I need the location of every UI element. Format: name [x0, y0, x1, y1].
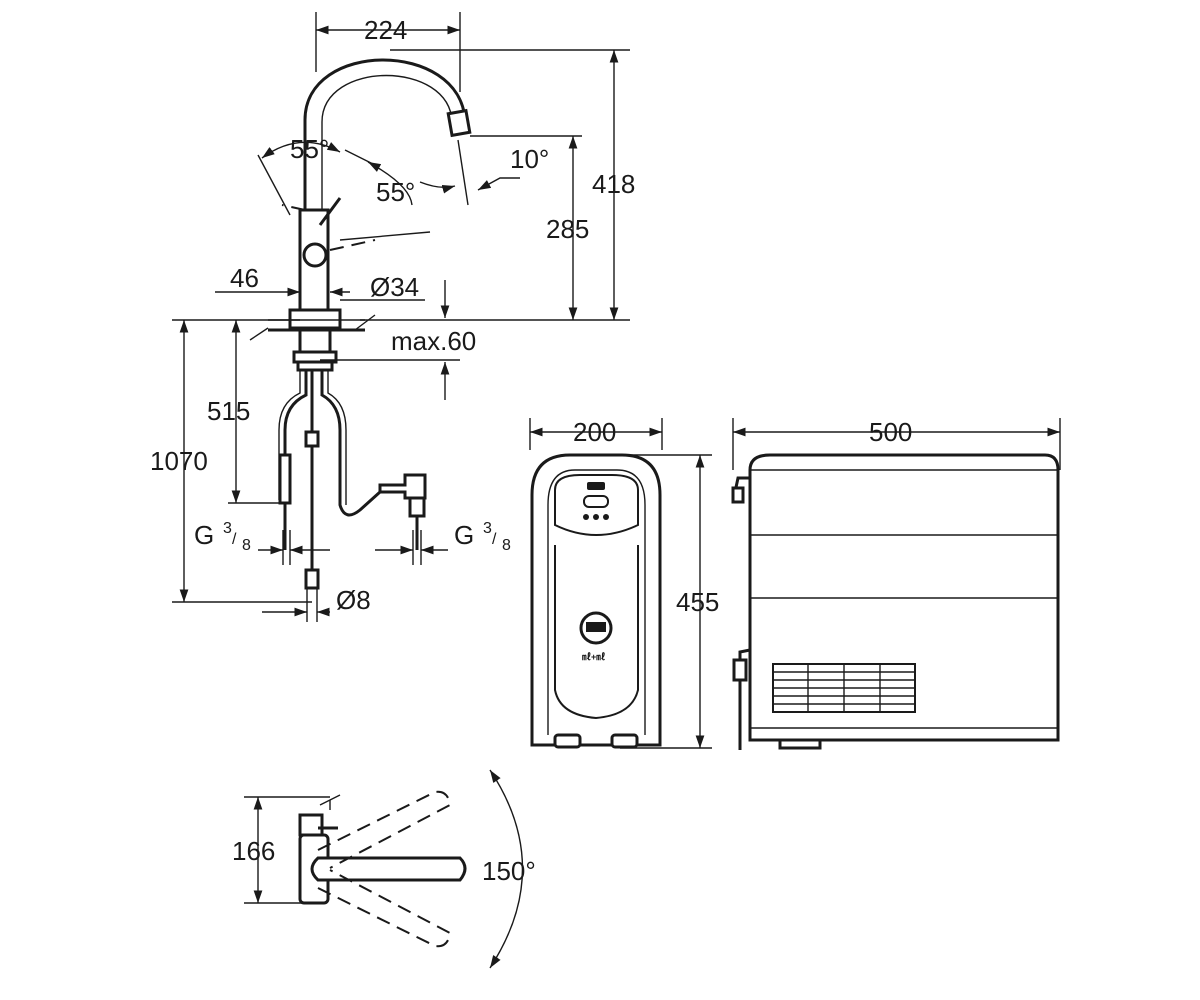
svg-text:3: 3	[223, 520, 232, 537]
svg-text:8: 8	[502, 537, 511, 554]
connection-right-label: G 3 / 8	[454, 520, 511, 554]
dim-max-countertop: max.60	[391, 326, 476, 356]
dim-spout-reach: 224	[364, 15, 407, 45]
spout-outlet	[446, 108, 472, 138]
boiler-side-view: 500	[731, 417, 1061, 750]
dim-swivel-angle: 150°	[482, 856, 536, 886]
dim-outlet-height: 285	[546, 214, 589, 244]
svg-text:3: 3	[483, 520, 492, 537]
dim-hose-diameter: Ø8	[336, 585, 371, 615]
dim-hose-length-short: 515	[207, 396, 250, 426]
angle-valve	[378, 473, 427, 500]
svg-text:G: G	[454, 520, 474, 550]
dim-lever-angle-left: 55°	[290, 134, 329, 164]
connection-left-label: G 3 / 8	[194, 520, 251, 554]
dim-lever-offset: 46	[230, 263, 259, 293]
svg-text:/: /	[232, 531, 237, 548]
display-panel	[554, 474, 639, 536]
svg-text:G: G	[194, 520, 214, 550]
dim-base-diameter: Ø34	[370, 272, 419, 302]
dim-boiler-height: 455	[676, 587, 719, 617]
dim-hose-length-total: 1070	[150, 446, 208, 476]
dim-total-height: 418	[592, 169, 635, 199]
dim-top-depth: 166	[232, 836, 275, 866]
boiler-front-view: ㎖+㎖ 200 455	[529, 417, 719, 749]
ventilation-grille	[772, 663, 916, 713]
dim-lever-angle-right: 55°	[376, 177, 415, 207]
svg-text:/: /	[492, 531, 497, 548]
faucet-base	[288, 308, 342, 330]
dim-outlet-angle: 10°	[510, 144, 549, 174]
top-view-spout	[310, 856, 467, 882]
hose-left	[283, 370, 308, 500]
faucet-side-view: 224 55° 55° 10° 418 285 46 Ø34 max.60 51…	[150, 12, 635, 622]
lever-knob	[302, 242, 328, 268]
dim-boiler-width: 200	[573, 417, 616, 447]
lever-handle	[318, 197, 342, 226]
dispense-button-label: ㎖+㎖	[582, 652, 605, 662]
dim-boiler-depth: 500	[869, 417, 912, 447]
hose-right	[320, 370, 382, 517]
faucet-top-view: 166 150°	[232, 769, 536, 969]
svg-text:8: 8	[242, 537, 251, 554]
